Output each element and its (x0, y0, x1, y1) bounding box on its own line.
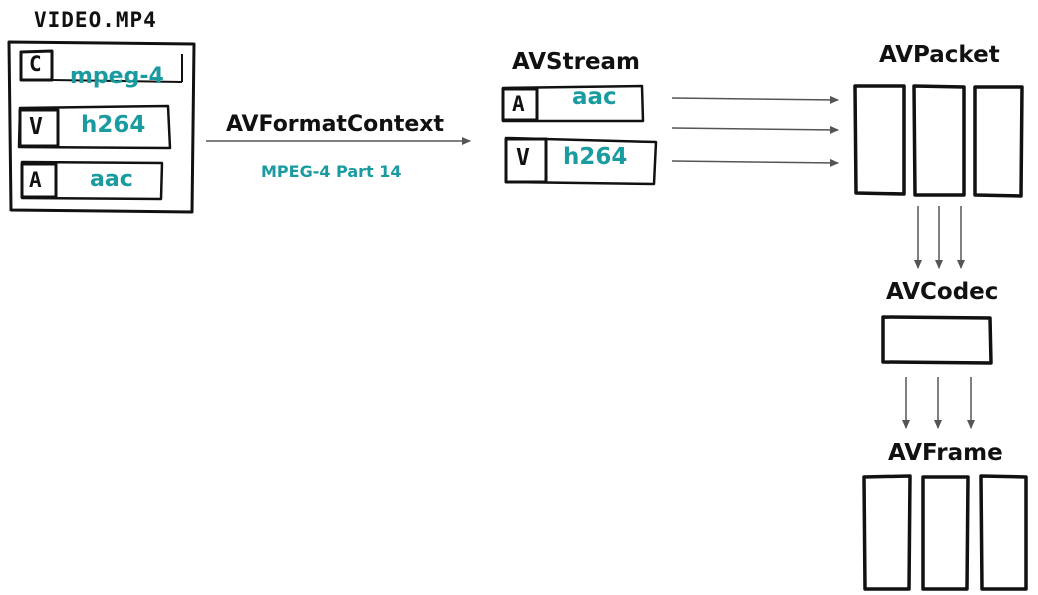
format-context-subtitle: MPEG-4 Part 14 (261, 162, 402, 181)
file-track-v-tag: V (29, 114, 43, 140)
file-track-c-tag: C (29, 52, 42, 76)
stream-v-codec: h264 (563, 144, 628, 170)
packet-to-codec-arrows (914, 206, 965, 269)
packet-blocks (853, 84, 1024, 198)
codec-block (881, 315, 993, 365)
stream-boxes (501, 84, 658, 186)
frame-block-2 (921, 475, 970, 591)
stream-packet-arrow-1 (671, 95, 839, 104)
file-name: VIDEO.MP4 (34, 8, 157, 32)
file-row-a-box (20, 162, 58, 199)
packet-block-2 (912, 84, 966, 197)
stream-packet-arrow-3 (671, 158, 839, 167)
stream-a-codec: aac (572, 84, 617, 110)
stream-v-box (504, 137, 548, 184)
frame-title: AVFrame (888, 440, 1003, 466)
file-track-c-codec: mpeg-4 (70, 64, 164, 89)
file-outline (7, 40, 196, 214)
file-track-a-codec: aac (90, 167, 133, 192)
frame-block-3 (979, 474, 1028, 591)
stream-a-box (501, 87, 539, 122)
stream-to-packet-arrows (671, 95, 839, 167)
file-track-a-tag: A (29, 168, 42, 192)
packet-title: AVPacket (879, 42, 1000, 68)
codec-title: AVCodec (886, 279, 999, 305)
file-row-v-box (18, 108, 60, 148)
file-row-c-line (51, 79, 183, 83)
stream-a-tag: A (512, 92, 525, 116)
packet-block-3 (973, 85, 1024, 198)
format-context-title: AVFormatContext (226, 112, 445, 137)
packet-block-1 (853, 84, 906, 196)
file-track-v-codec: h264 (81, 112, 146, 138)
video-file (7, 40, 196, 214)
frame-blocks (862, 474, 1028, 591)
frame-block-1 (862, 474, 912, 591)
stream-v-tag: V (516, 145, 530, 171)
codec-to-frame-arrows (902, 377, 975, 429)
stream-title: AVStream (512, 49, 641, 75)
stream-packet-arrow-2 (671, 125, 839, 134)
